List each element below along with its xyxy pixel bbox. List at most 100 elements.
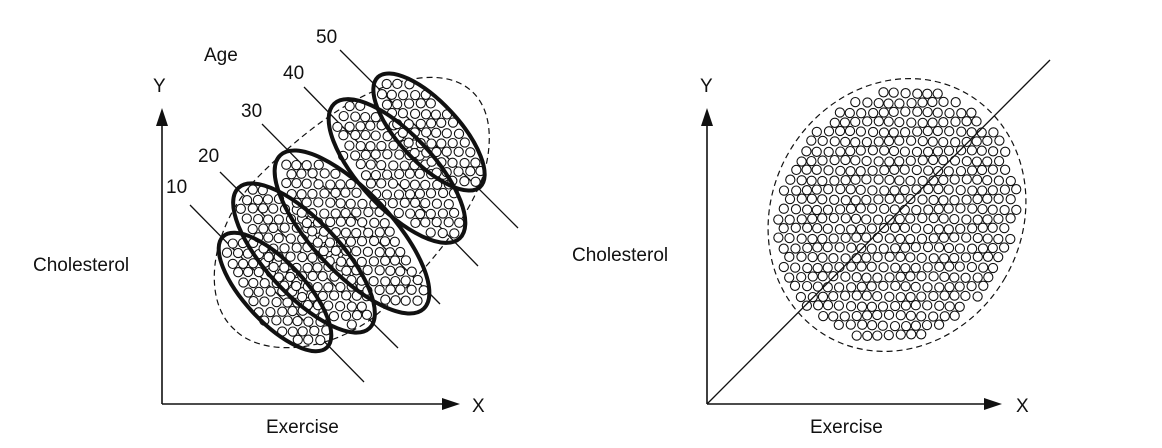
scatter-point [807,213,818,224]
scatter-point [307,252,318,263]
scatter-point [939,253,950,264]
scatter-point [350,150,361,161]
age-group-ellipse-10 [216,230,334,354]
scatter-point [939,311,950,322]
scatter-point [943,184,954,195]
scatter-point [955,223,966,234]
scatter-point [801,300,813,311]
scatter-point [884,251,895,262]
scatter-point [834,107,846,118]
right-regression-line [706,59,1051,405]
scatter-point [855,126,867,137]
scatter-point [307,270,318,282]
scatter-point [420,197,431,209]
scatter-point [784,193,796,205]
scatter-point [392,99,403,110]
scatter-point [888,87,899,98]
scatter-point [878,243,889,254]
scatter-point [802,262,813,274]
scatter-point [889,222,901,233]
scatter-point [319,168,330,179]
scatter-point [982,251,994,262]
scatter-point [890,300,901,312]
scatter-point [956,108,967,119]
scatter-point [856,261,867,272]
scatter-point [873,156,884,167]
scatter-point [833,319,844,331]
scatter-point [861,232,872,243]
scatter-point [340,227,352,238]
scatter-point [856,108,867,119]
scatter-point [291,178,302,189]
scatter-point [307,188,318,200]
scatter-point [801,204,813,215]
right-axes [701,108,1002,410]
scatter-point [241,213,252,224]
scatter-point [890,243,901,254]
scatter-point [883,116,894,127]
scatter-point [328,290,340,301]
scatter-point [905,155,916,166]
scatter-point [285,251,296,262]
scatter-point [867,185,878,196]
scatter-point [867,145,879,156]
scatter-point [956,126,967,137]
scatter-point [906,329,917,340]
scatter-point [950,97,961,108]
age-group-ellipse-50 [371,71,487,193]
scatter-point [296,291,308,303]
scatter-point [878,280,889,292]
scatter-point [872,272,883,283]
scatter-point [263,232,274,243]
scatter-point [906,117,917,128]
scatter-point [806,175,817,186]
scatter-point [811,204,823,216]
scatter-point [949,252,960,264]
scatter-point [977,243,989,254]
scatter-point [282,315,293,326]
scatter-point [889,320,901,332]
scatter-point [287,326,298,337]
scatter-point [988,127,999,138]
scatter-point [966,280,977,292]
scatter-point [418,285,429,296]
scatter-point [437,187,449,199]
scatter-point [356,256,367,268]
scatter-point [884,291,895,302]
left-x-arrow-icon [442,398,460,410]
scatter-point [420,109,432,120]
scatter-point [447,157,458,168]
scatter-point [823,165,834,176]
scatter-point [928,253,939,264]
scatter-point [879,203,890,215]
scatter-point [922,300,933,311]
scatter-point [933,183,944,195]
scatter-point [345,198,356,209]
scatter-point [982,175,993,186]
scatter-point [977,185,988,196]
scatter-point [971,136,982,147]
scatter-point [404,168,416,179]
scatter-point [259,296,270,307]
scatter-point [899,146,911,157]
scatter-point [360,149,371,161]
scatter-point [248,277,259,289]
scatter-point [303,334,314,345]
scatter-point [888,145,900,157]
scatter-point [961,174,972,185]
scatter-point [795,291,807,303]
scatter-point [355,140,366,152]
scatter-point [851,330,862,341]
scatter-point [399,178,410,190]
scatter-point [336,256,347,267]
scatter-point [939,271,950,283]
scatter-point [324,237,336,248]
scatter-point [899,127,911,138]
scatter-point [330,168,341,179]
scatter-point [344,100,355,112]
scatter-point [961,136,972,148]
scatter-point [389,236,400,247]
scatter-point [362,246,374,257]
scatter-point [840,154,851,166]
scatter-point [420,179,431,191]
